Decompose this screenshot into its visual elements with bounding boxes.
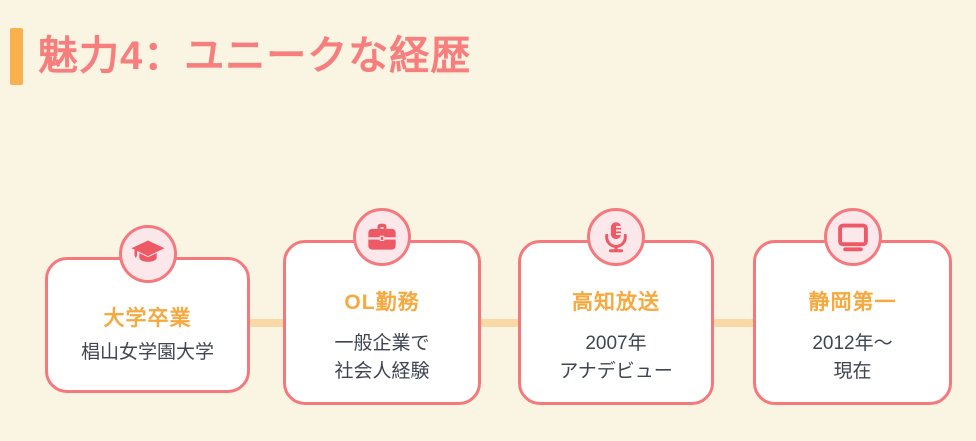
step-card-shizuoka-daiichi: 静岡第一 2012年〜 現在 [753, 208, 952, 405]
step-detail: 椙山女学園大学 [48, 340, 247, 366]
microphone-icon [605, 222, 627, 253]
accent-bar [10, 28, 23, 85]
step-detail-line: アナデビュー [559, 361, 673, 382]
step-detail-line: 2012年〜 [812, 333, 893, 354]
step-icon-circle [587, 208, 645, 266]
step-detail-line: 2007年 [585, 333, 647, 354]
step-title: 大学卒業 [103, 307, 192, 330]
step-detail-line: 社会人経験 [334, 361, 430, 382]
step-detail-line: 現在 [833, 361, 872, 382]
step-icon-circle [353, 208, 411, 266]
step-detail-line: 一般企業で [334, 333, 430, 354]
step-card-kochi-broadcast: 高知放送 2007年 アナデビュー [518, 208, 714, 405]
connector-line [147, 319, 853, 327]
step-title: OL勤務 [344, 291, 420, 314]
step-icon-circle [118, 225, 177, 283]
page-title: 魅力4：ユニークな経歴 [38, 34, 472, 78]
tv-icon [837, 223, 868, 252]
graduation-cap-icon [131, 240, 164, 262]
briefcase-icon [368, 223, 396, 250]
step-detail-line: 椙山女学園大学 [80, 342, 214, 363]
step-icon-circle [823, 208, 882, 266]
step-title: 高知放送 [572, 291, 660, 314]
step-detail: 2012年〜 現在 [756, 330, 949, 386]
step-detail: 2007年 アナデビュー [521, 330, 711, 386]
step-detail: 一般企業で 社会人経験 [286, 330, 478, 386]
step-card-ol-work: OL勤務 一般企業で 社会人経験 [283, 208, 481, 405]
step-card-university: 大学卒業 椙山女学園大学 [45, 225, 250, 393]
step-title: 静岡第一 [808, 291, 897, 314]
